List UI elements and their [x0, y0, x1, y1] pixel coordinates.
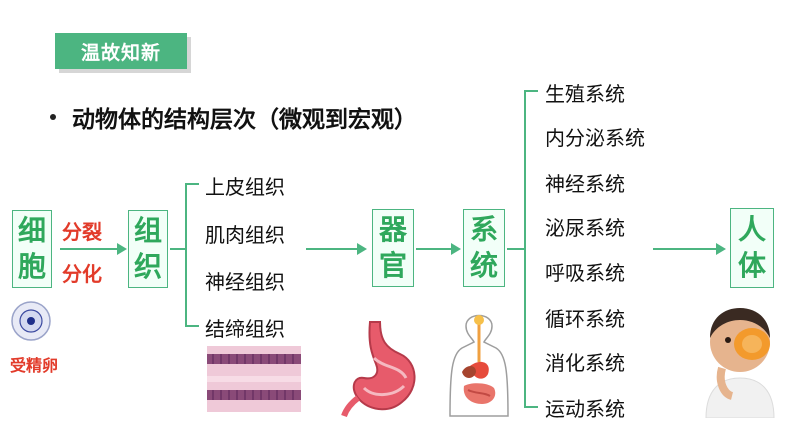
- tissue-bracket-tick: [185, 325, 199, 327]
- system-item: 运动系统: [545, 397, 625, 421]
- tissue-micrograph-image: [207, 346, 301, 412]
- level-organ-char-1: 器: [378, 213, 407, 246]
- tissue-item: 神经组织: [205, 270, 285, 294]
- system-item: 消化系统: [545, 351, 625, 375]
- fertilized-egg-icon: [11, 301, 51, 341]
- tissue-item: 上皮组织: [205, 175, 285, 199]
- level-system-box: 系 统: [463, 209, 505, 287]
- arrow-tissue-organ-head: [357, 243, 367, 255]
- level-organ-box: 器 官: [372, 209, 414, 287]
- section-banner: 温故知新: [55, 33, 187, 69]
- system-item: 泌尿系统: [545, 216, 625, 240]
- level-tissue-box: 组 织: [128, 210, 168, 288]
- level-cell-box: 细 胞: [12, 210, 52, 288]
- tissue-bracket-spine: [185, 183, 187, 327]
- arrow-cell-tissue-head: [117, 243, 127, 255]
- process-differentiate-label: 分化: [62, 262, 102, 286]
- system-bracket-spine: [524, 90, 526, 408]
- system-item: 呼吸系统: [545, 261, 625, 285]
- egg-label: 受精卵: [10, 356, 59, 375]
- system-bracket-stem: [507, 248, 525, 250]
- system-item: 生殖系统: [545, 82, 625, 106]
- tissue-bracket-tick: [185, 183, 199, 185]
- banner-title: 温故知新: [80, 41, 161, 64]
- system-bracket-tick: [524, 406, 538, 408]
- tissue-item: 肌肉组织: [205, 223, 285, 247]
- level-body-char-2: 体: [737, 249, 766, 282]
- bullet-dot: [50, 114, 56, 120]
- level-system-char-1: 系: [469, 213, 498, 246]
- child-drinking-image: [688, 298, 792, 418]
- arrow-organ-system-head: [451, 243, 461, 255]
- page-heading: 动物体的结构层次（微观到宏观）: [72, 107, 417, 133]
- tissue-item: 结缔组织: [205, 317, 285, 341]
- level-system-char-2: 统: [469, 249, 498, 282]
- arrow-system-body-head: [716, 243, 726, 255]
- system-item: 循环系统: [545, 307, 625, 331]
- level-organ-char-2: 官: [378, 249, 407, 282]
- tissue-bracket-stem: [170, 248, 186, 250]
- level-cell-char-1: 细: [17, 214, 46, 247]
- system-item: 神经系统: [545, 172, 625, 196]
- stomach-organ-image: [341, 321, 416, 418]
- arrow-cell-tissue-line: [60, 248, 118, 250]
- level-cell-char-2: 胞: [17, 250, 46, 283]
- system-item: 内分泌系统: [545, 126, 645, 150]
- arrow-system-body-line: [653, 248, 717, 250]
- level-body-box: 人 体: [730, 208, 774, 288]
- arrow-tissue-organ-line: [306, 248, 358, 250]
- level-body-char-1: 人: [737, 213, 766, 246]
- system-bracket-tick: [524, 90, 538, 92]
- level-tissue-char-1: 组: [133, 214, 162, 247]
- arrow-organ-system-line: [416, 248, 452, 250]
- level-tissue-char-2: 织: [133, 250, 162, 283]
- digestive-system-image: [449, 314, 509, 417]
- process-divide-label: 分裂: [62, 220, 102, 244]
